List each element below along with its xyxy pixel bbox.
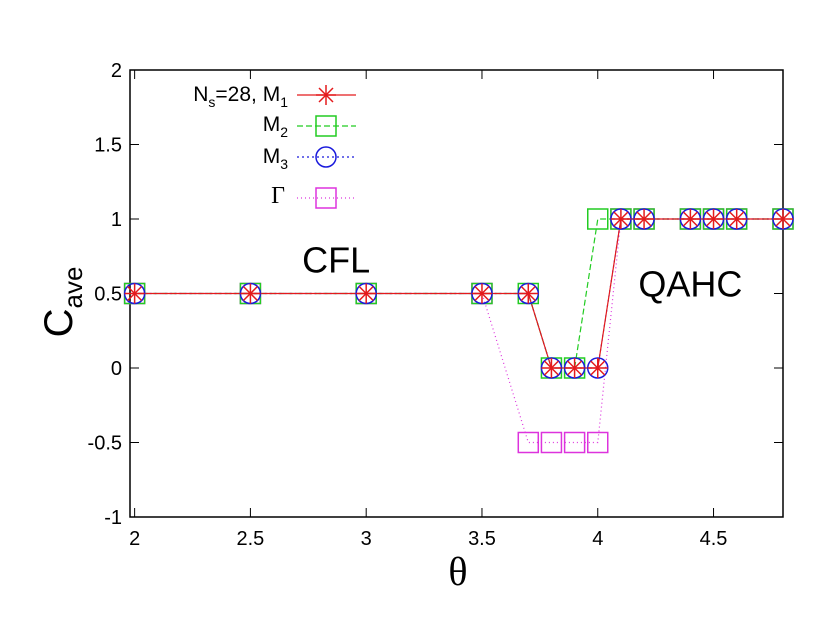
y-axis-label-main: C (37, 309, 81, 338)
series-0-point-11-d2 (706, 211, 722, 227)
series-0-point-1-d2 (242, 285, 258, 302)
series-0-point-11 (703, 209, 724, 229)
y-tick-label-5: 1.5 (94, 135, 122, 157)
series-0-point-10 (680, 209, 701, 229)
series-0-point-8 (610, 209, 631, 229)
legend: Ns=28, M1 M2 M3 Γ (193, 83, 356, 209)
series-0-point-3-d2 (474, 285, 490, 302)
series-3-point-4-box (517, 431, 540, 454)
annotation-qahc: QAHC (638, 264, 742, 305)
series-3-point-6-box (563, 431, 586, 454)
legend-samples (297, 85, 356, 209)
series-1-point-7 (587, 208, 609, 230)
series-lines (134, 218, 783, 444)
x-tick-label-3: 3.5 (468, 528, 496, 550)
series-0-point-8-d2 (613, 211, 629, 227)
x-tick-label-4: 4 (592, 528, 603, 550)
series-0-point-6 (564, 358, 585, 378)
x-tick-label-1: 2.5 (237, 528, 265, 550)
legend-marker-2-ring (315, 146, 337, 168)
legend-marker-0-d2 (318, 87, 334, 103)
y-axis-label-sub: ave (58, 267, 88, 309)
series-0-point-2-d2 (358, 285, 374, 302)
series-0-point-12-d2 (729, 211, 745, 227)
series-3-point-6 (563, 431, 586, 454)
legend-marker-1-box (315, 115, 337, 137)
y-axis-label: Cave (37, 267, 88, 338)
series-markers (123, 208, 794, 454)
series-0-point-0 (124, 283, 145, 304)
y-tick-label-6: 2 (111, 60, 122, 82)
x-tick-label-2: 3 (361, 528, 372, 550)
series-0-point-7 (587, 358, 608, 378)
series-line-3 (134, 218, 783, 444)
series-3-point-5-box (540, 431, 563, 454)
series-0-point-0-d2 (127, 285, 143, 302)
y-tick-label-0: -1 (104, 507, 122, 529)
series-0-point-13 (773, 209, 793, 229)
series-0-point-6-d2 (567, 360, 583, 376)
legend-marker-3 (315, 187, 337, 209)
y-tick-label-2: 0 (111, 358, 122, 380)
legend-marker-2 (315, 146, 337, 168)
series-0-point-3 (471, 283, 492, 304)
series-0-point-5 (541, 358, 562, 378)
series-3-point-4 (517, 431, 540, 454)
series-0-point-4-d2 (520, 285, 536, 302)
legend-label-1: M2 (263, 113, 289, 140)
series-0-point-13-d2 (775, 211, 791, 227)
series-0-point-12 (726, 209, 747, 229)
legend-label-0: Ns=28, M1 (193, 83, 288, 110)
series-0-point-5-d2 (543, 360, 559, 376)
x-tick-label-0: 2 (129, 528, 140, 550)
y-tick-label-3: 0.5 (94, 284, 122, 306)
legend-label-3: Γ (271, 183, 285, 209)
y-tick-label-4: 1 (111, 209, 122, 231)
legend-marker-0 (316, 85, 336, 105)
x-tick-label-5: 4.5 (700, 528, 728, 550)
series-0-point-10-d2 (682, 211, 698, 227)
legend-label-2: M3 (263, 145, 289, 172)
series-0-point-7-d2 (590, 360, 606, 376)
series-0-point-2 (356, 283, 377, 304)
series-0-point-9 (634, 209, 655, 229)
series-0-point-9-d2 (636, 211, 652, 227)
x-axis-label: θ (448, 549, 467, 594)
legend-marker-1 (315, 115, 337, 137)
series-0-point-1 (240, 283, 261, 304)
series-1-point-7-box (587, 208, 609, 230)
series-3-point-5 (540, 431, 563, 454)
series-3-point-7-box (587, 431, 609, 454)
legend-marker-3-box (315, 187, 337, 209)
series-0-point-4 (518, 283, 539, 304)
series-3-point-7 (587, 431, 609, 454)
y-tick-label-1: -0.5 (88, 433, 122, 455)
annotation-cfl: CFL (302, 240, 370, 281)
ticks: 2 2.5 3 3.5 4 4.5 -1 -0.5 0 0.5 1 1.5 2 (88, 60, 783, 550)
